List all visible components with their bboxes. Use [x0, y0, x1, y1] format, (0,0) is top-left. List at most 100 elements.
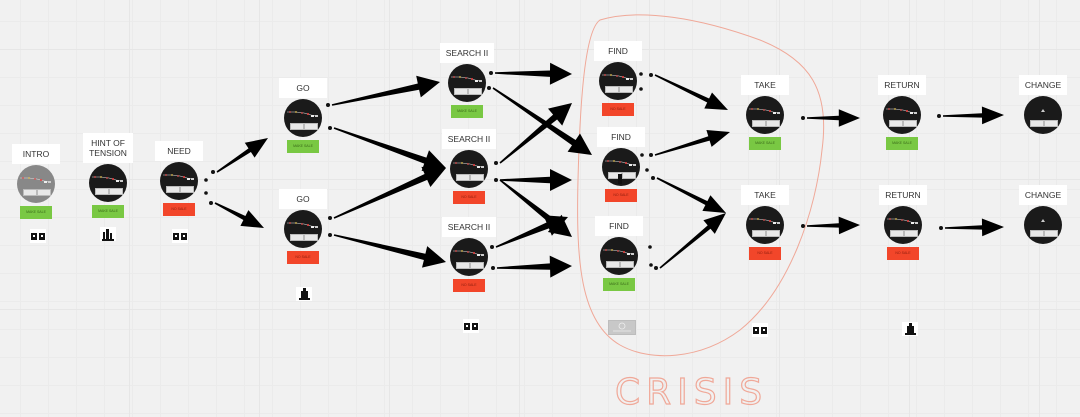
branch-dot[interactable] — [204, 191, 208, 195]
story-node-change-1[interactable]: CHANGE — [1003, 75, 1080, 134]
story-node-return-2[interactable]: RETURN NO SALE — [863, 185, 943, 260]
branch-dot[interactable] — [328, 233, 332, 237]
choice-box[interactable] — [622, 172, 636, 179]
node-thumbnail-disc[interactable] — [17, 165, 55, 203]
choice-box[interactable] — [889, 120, 903, 127]
story-node-search-1[interactable]: SEARCH II MAKE SALE — [427, 43, 507, 118]
edge-arrow-take-2-to-return-2[interactable] — [807, 216, 860, 235]
node-thumbnail-disc[interactable] — [746, 206, 784, 244]
choice-box[interactable] — [109, 188, 123, 195]
edge-arrow-return-2-to-change-2[interactable] — [945, 218, 1004, 237]
choice-box[interactable] — [180, 186, 194, 193]
choice-box[interactable] — [456, 174, 470, 181]
story-node-go-2[interactable]: GO NO SALE — [263, 189, 343, 264]
branch-dot[interactable] — [326, 103, 330, 107]
choice-box[interactable] — [290, 234, 304, 241]
two-panel-comic-icon[interactable] — [30, 229, 46, 243]
choice-box[interactable] — [470, 262, 484, 269]
branch-dot[interactable] — [651, 176, 655, 180]
branch-dot[interactable] — [648, 245, 652, 249]
two-panel-comic-icon[interactable] — [752, 323, 768, 337]
choice-box[interactable] — [890, 230, 904, 237]
edge-arrow-go-1-to-search-2[interactable] — [333, 127, 446, 171]
node-thumbnail-disc[interactable] — [284, 210, 322, 248]
choice-box[interactable] — [456, 262, 470, 269]
edge-arrow-search-1-to-find-1[interactable] — [495, 62, 572, 85]
edge-arrow-find-2-to-take-1[interactable] — [654, 130, 730, 156]
branch-dot[interactable] — [937, 114, 941, 118]
choice-box[interactable] — [766, 120, 780, 127]
branch-dot[interactable] — [487, 86, 491, 90]
node-thumbnail-disc[interactable] — [600, 237, 638, 275]
story-node-go-1[interactable]: GO MAKE SALE — [263, 78, 343, 153]
choice-box[interactable] — [620, 261, 634, 268]
choice-box[interactable] — [454, 88, 468, 95]
edge-arrow-find-3-to-take-2[interactable] — [659, 213, 727, 269]
choice-box[interactable] — [752, 230, 766, 237]
choice-box[interactable] — [1030, 230, 1044, 237]
choice-box[interactable] — [752, 120, 766, 127]
story-node-find-3[interactable]: FIND MAKE SALE — [579, 216, 659, 291]
edge-arrow-search-2-to-find-2[interactable] — [500, 169, 572, 191]
story-node-search-2[interactable]: SEARCH II NO SALE — [429, 129, 509, 204]
story-node-return-1[interactable]: RETURN MAKE SALE — [862, 75, 942, 150]
node-thumbnail-disc[interactable] — [746, 96, 784, 134]
node-thumbnail-disc[interactable] — [448, 64, 486, 102]
node-thumbnail-disc[interactable] — [602, 148, 640, 186]
choice-box[interactable] — [619, 86, 633, 93]
choice-box[interactable] — [766, 230, 780, 237]
node-thumbnail-disc[interactable] — [883, 96, 921, 134]
choice-box[interactable] — [470, 174, 484, 181]
branch-dot[interactable] — [639, 87, 643, 91]
choice-box[interactable] — [1044, 120, 1058, 127]
edge-arrow-return-1-to-change-1[interactable] — [943, 106, 1004, 125]
choice-box[interactable] — [166, 186, 180, 193]
node-thumbnail-disc[interactable] — [599, 62, 637, 100]
edge-arrow-find-2-to-take-2[interactable] — [656, 177, 726, 213]
edge-arrow-find-1-to-take-1[interactable] — [654, 74, 728, 110]
branch-dot[interactable] — [649, 153, 653, 157]
building-icon[interactable] — [296, 287, 312, 301]
choice-box[interactable] — [904, 230, 918, 237]
node-thumbnail-disc[interactable] — [884, 206, 922, 244]
branch-dot[interactable] — [211, 170, 215, 174]
choice-box[interactable] — [903, 120, 917, 127]
choice-box[interactable] — [290, 123, 304, 130]
story-node-change-2[interactable]: CHANGE — [1003, 185, 1080, 244]
choice-box[interactable] — [606, 261, 620, 268]
branch-dot[interactable] — [639, 72, 643, 76]
choice-box[interactable] — [304, 123, 318, 130]
node-thumbnail-disc[interactable] — [160, 162, 198, 200]
choice-box[interactable] — [23, 189, 37, 196]
branch-dot[interactable] — [649, 73, 653, 77]
branch-dot[interactable] — [209, 201, 213, 205]
branch-dot[interactable] — [491, 266, 495, 270]
edge-arrow-search-1-to-find-2[interactable] — [492, 87, 592, 155]
choice-box[interactable] — [37, 189, 51, 196]
story-node-hint-of-tension[interactable]: HINT OF TENSION MAKE SALE — [68, 133, 148, 218]
edge-arrow-need-to-go-1[interactable] — [216, 138, 268, 173]
choice-box[interactable] — [1030, 120, 1044, 127]
node-thumbnail-disc[interactable] — [1024, 96, 1062, 134]
branch-dot[interactable] — [640, 153, 644, 157]
story-node-find-2[interactable]: FIND NO SALE — [581, 127, 661, 202]
branch-dot[interactable] — [801, 224, 805, 228]
choice-box[interactable] — [1044, 230, 1058, 237]
branch-dot[interactable] — [939, 226, 943, 230]
edge-arrow-search-3-to-find-3[interactable] — [497, 255, 572, 278]
edge-arrow-go-2-to-search-2[interactable] — [333, 166, 446, 219]
branch-dot[interactable] — [328, 126, 332, 130]
branch-dot[interactable] — [328, 216, 332, 220]
video-placeholder-icon[interactable] — [608, 320, 636, 335]
branch-dot[interactable] — [489, 71, 493, 75]
node-thumbnail-disc[interactable] — [450, 238, 488, 276]
city-skyline-icon[interactable] — [100, 227, 116, 241]
branch-dot[interactable] — [649, 263, 653, 267]
choice-box[interactable] — [95, 188, 109, 195]
branch-dot[interactable] — [494, 161, 498, 165]
branch-dot[interactable] — [490, 245, 494, 249]
edge-arrow-search-3-to-find-2[interactable] — [495, 215, 568, 248]
branch-dot[interactable] — [494, 178, 498, 182]
choice-box[interactable] — [304, 234, 318, 241]
node-thumbnail-disc[interactable] — [450, 150, 488, 188]
